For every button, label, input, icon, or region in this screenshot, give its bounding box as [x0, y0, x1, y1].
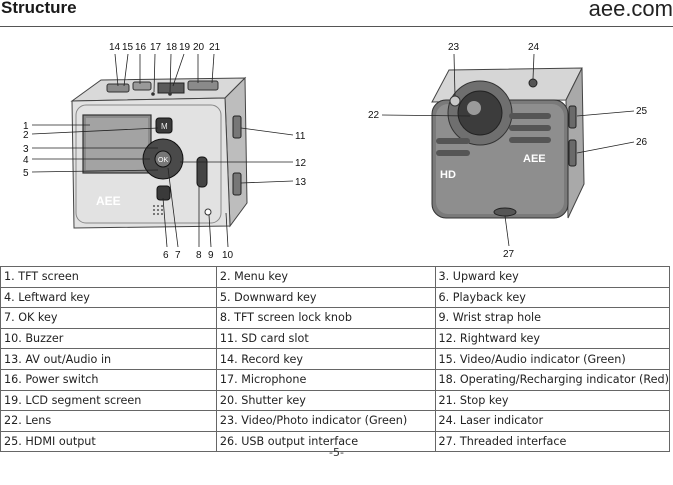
- callout-26: 26: [636, 137, 648, 148]
- callout-11: 11: [295, 131, 306, 142]
- callout-12: 12: [295, 158, 307, 169]
- table-cell: 27. Threaded interface: [434, 430, 671, 453]
- table-cell: 9. Wrist strap hole: [434, 307, 671, 329]
- callout-18: 18: [166, 42, 178, 53]
- table-cell: 8. TFT screen lock knob: [215, 307, 436, 329]
- callout-13: 13: [295, 177, 307, 188]
- callout-3: 3: [23, 144, 29, 155]
- callout-16: 16: [135, 42, 147, 53]
- callout-14: 14: [109, 42, 121, 53]
- table-cell: 22. Lens: [0, 410, 217, 432]
- table-cell: 16. Power switch: [0, 368, 217, 391]
- camera-logo-right: AEE: [523, 153, 546, 165]
- callout-5: 5: [23, 168, 29, 179]
- table-cell: 14. Record key: [215, 348, 436, 370]
- callout-15: 15: [122, 42, 134, 53]
- brand-site: aee.com: [588, 0, 673, 21]
- table-cell: 24. Laser indicator: [434, 410, 671, 432]
- table-cell: 6. Playback key: [434, 286, 671, 309]
- callout-10: 10: [222, 250, 234, 261]
- table-cell: 2. Menu key: [215, 266, 436, 288]
- table-cell: 12. Rightward key: [434, 327, 671, 350]
- table-cell: 5. Downward key: [215, 286, 436, 309]
- page-number: -5-: [329, 446, 344, 459]
- table-cell: 4. Leftward key: [0, 286, 217, 309]
- callout-20: 20: [193, 42, 205, 53]
- callout-27: 27: [503, 249, 515, 260]
- camera-logo-left: AEE: [96, 194, 121, 208]
- structure-figure: M OK AEE: [23, 42, 648, 261]
- table-cell: 17. Microphone: [215, 368, 436, 391]
- badge-hd: HD: [440, 169, 456, 181]
- table-cell: 20. Shutter key: [215, 389, 436, 412]
- page-title: Structure: [1, 0, 77, 17]
- table-cell: 21. Stop key: [434, 389, 671, 412]
- table-cell: 10. Buzzer: [0, 327, 217, 350]
- callout-1: 1: [23, 121, 29, 132]
- svg-text:OK: OK: [158, 157, 168, 164]
- table-cell: 3. Upward key: [434, 266, 671, 288]
- table-cell: 7. OK key: [0, 307, 217, 329]
- camera-front-illustration: HD AEE: [431, 67, 585, 219]
- callout-6: 6: [163, 250, 169, 261]
- header-divider: [0, 26, 673, 27]
- callout-4: 4: [23, 155, 29, 166]
- table-cell: 25. HDMI output: [0, 430, 217, 453]
- table-cell: 1. TFT screen: [0, 266, 217, 288]
- callout-9: 9: [208, 250, 214, 261]
- callout-24: 24: [528, 42, 540, 53]
- table-cell: 15. Video/Audio indicator (Green): [434, 348, 671, 370]
- callout-7: 7: [175, 250, 181, 261]
- callout-17: 17: [150, 42, 162, 53]
- table-cell: 13. AV out/Audio in: [0, 348, 217, 370]
- callout-25: 25: [636, 106, 648, 117]
- callout-8: 8: [196, 250, 202, 261]
- table-cell: 23. Video/Photo indicator (Green): [215, 410, 436, 432]
- table-cell: 18. Operating/Recharging indicator (Red): [434, 368, 671, 391]
- callout-23: 23: [448, 42, 460, 53]
- camera-rear-illustration: M OK AEE: [70, 76, 248, 229]
- callout-19: 19: [179, 42, 191, 53]
- table-cell: 26. USB output interface: [215, 430, 436, 453]
- svg-text:M: M: [161, 122, 168, 131]
- table-cell: 19. LCD segment screen: [0, 389, 217, 412]
- callout-2: 2: [23, 130, 29, 141]
- table-cell: 11. SD card slot: [215, 327, 436, 350]
- callout-21: 21: [209, 42, 221, 53]
- callout-22: 22: [368, 110, 380, 121]
